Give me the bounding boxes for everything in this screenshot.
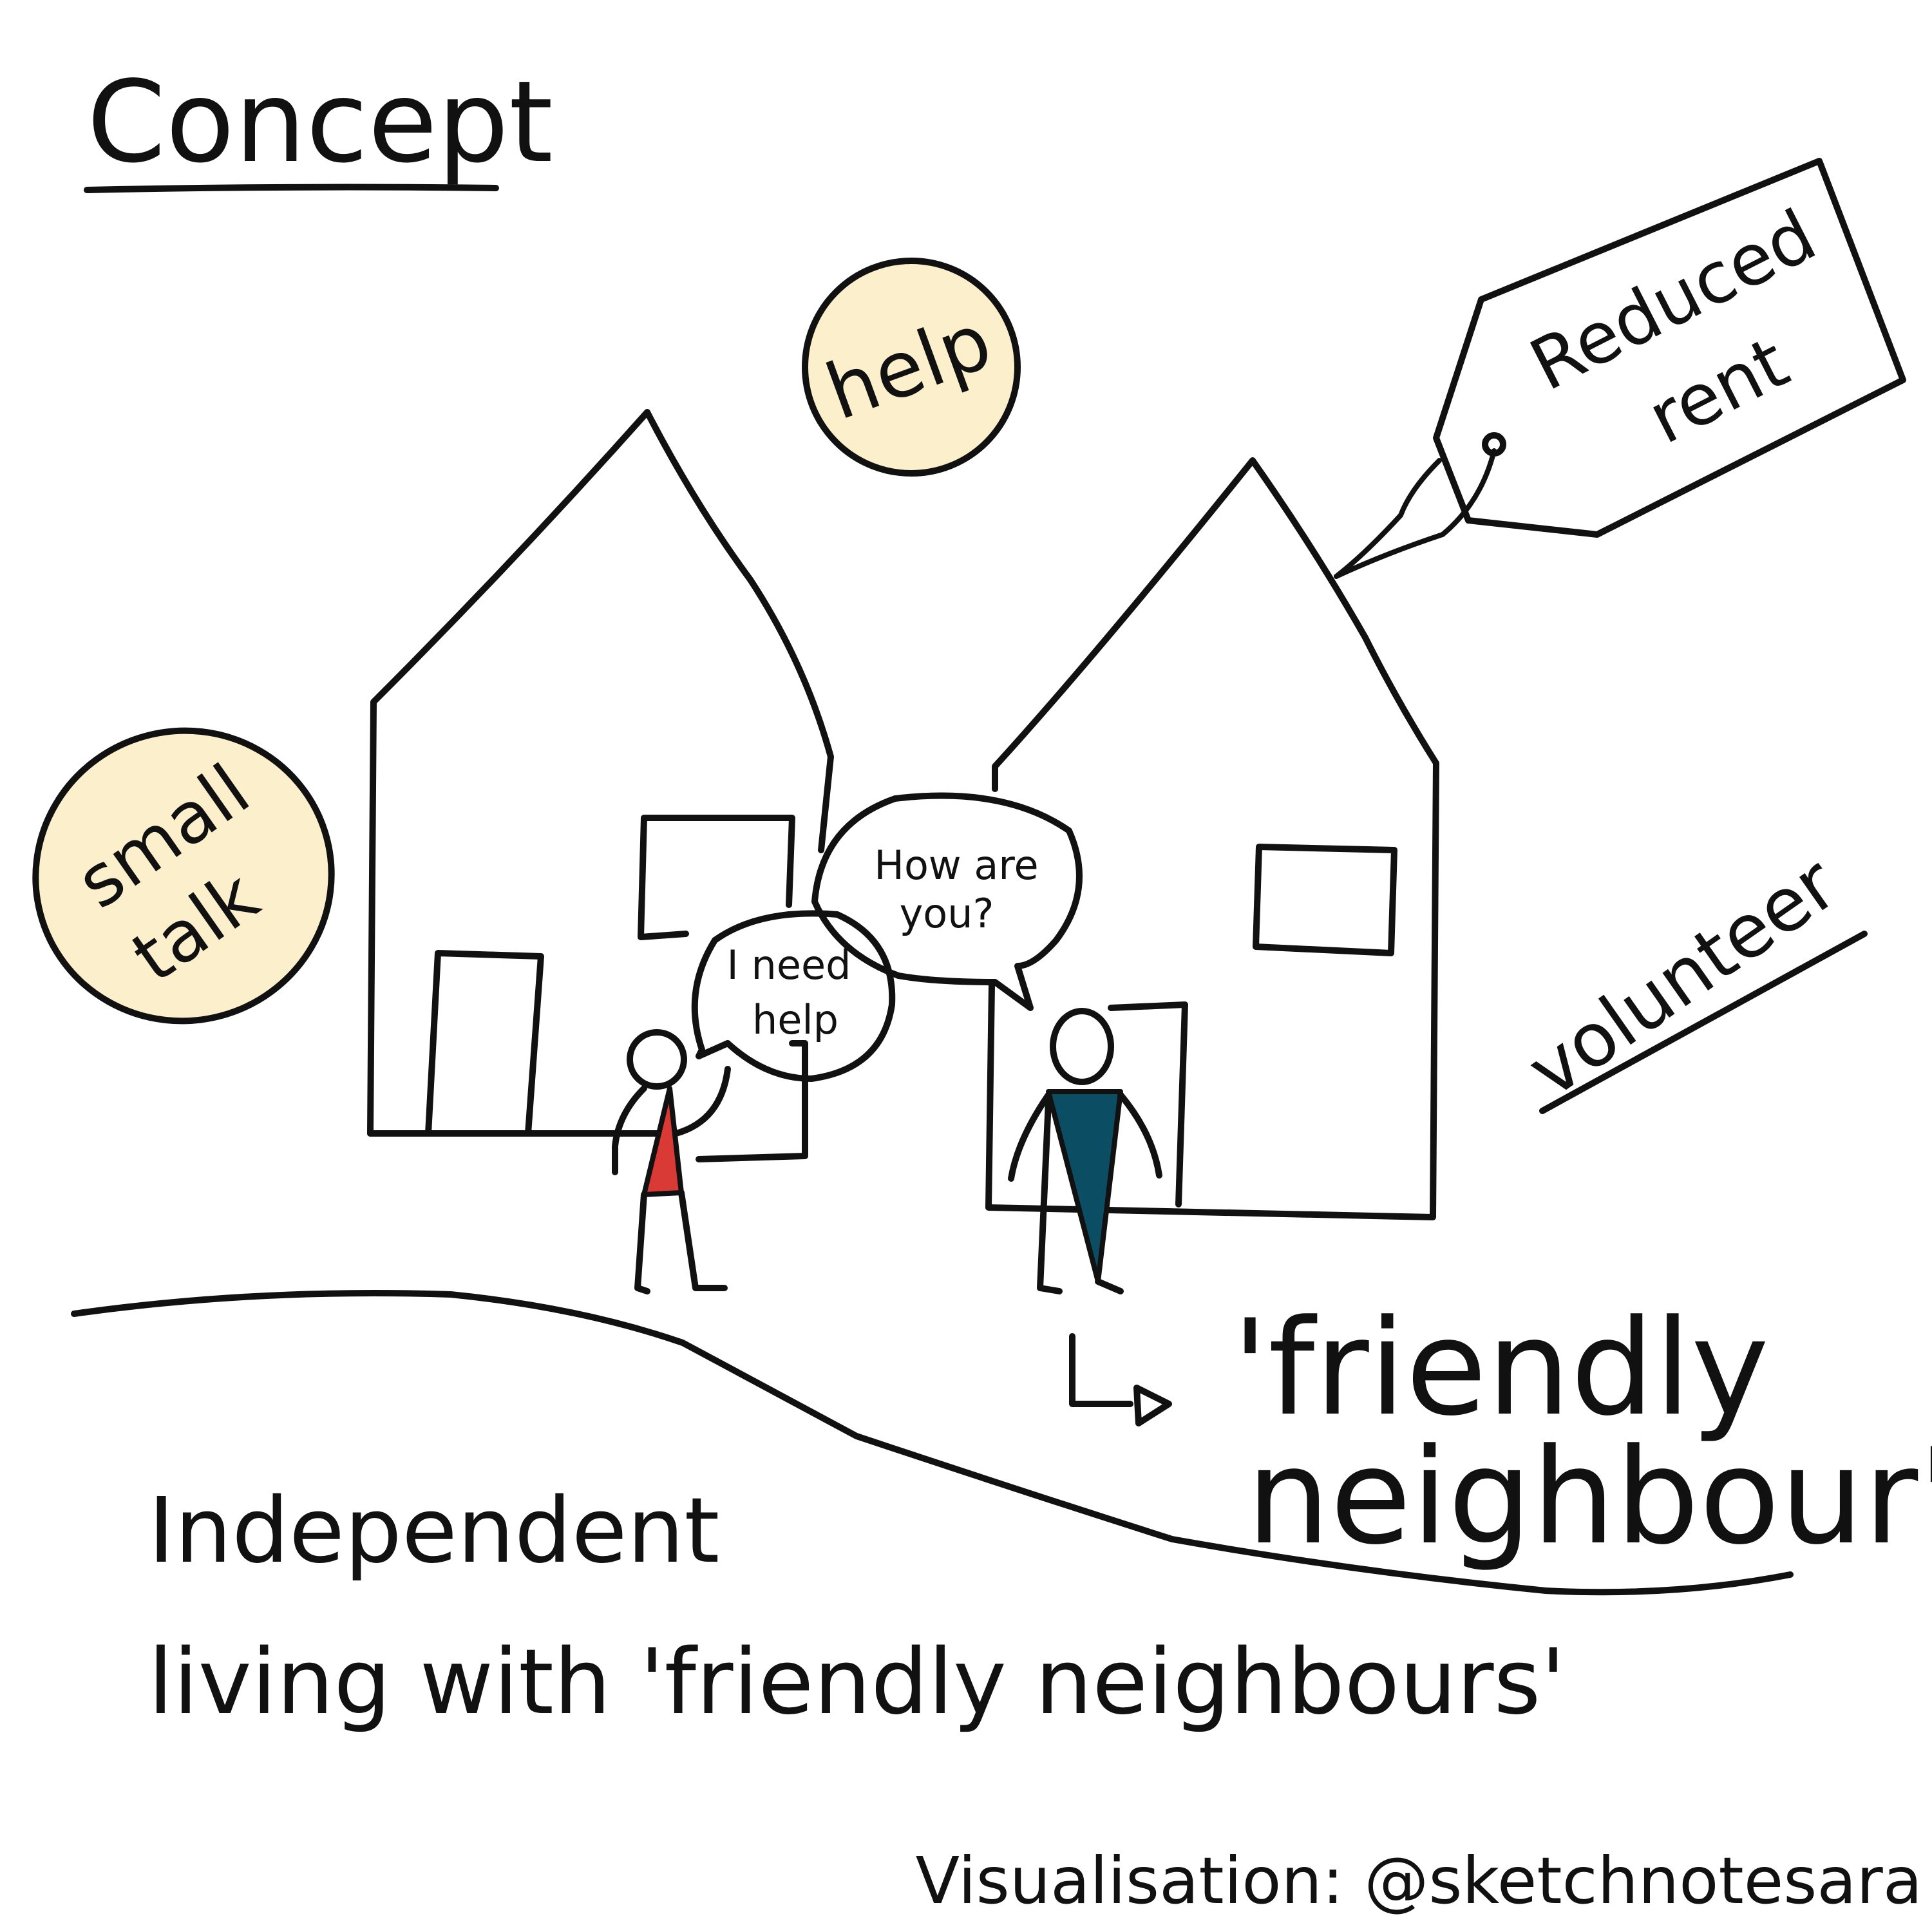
price-tag-shape: [1433, 158, 1906, 538]
person-left-arm-left: [612, 1085, 647, 1175]
speech-left-line1: I need: [727, 942, 851, 989]
left-house-window: [638, 815, 795, 940]
speech-bubble-left: I need help: [691, 910, 896, 1082]
left-house-door: [425, 950, 544, 1137]
speech-right-line1: How are: [874, 842, 1038, 889]
person-right-arm-left: [1008, 1092, 1052, 1182]
speech-bubble-right: How are you?: [811, 792, 1083, 1011]
help-badge: help: [802, 258, 1021, 477]
volunteer-label-group: volunteer: [1513, 840, 1868, 1115]
person-left-leg-right: [678, 1189, 728, 1291]
caption-line2: living with 'friendly neighbours': [148, 1630, 1566, 1735]
volunteer-label: volunteer: [1513, 840, 1853, 1115]
price-tag-string-loop: [1334, 458, 1442, 579]
person-left-shirt: [641, 1086, 684, 1197]
small-talk-badge: small talk: [32, 727, 335, 1025]
arrow-stem: [1069, 1333, 1133, 1407]
left-house-outline: [367, 409, 834, 1137]
help-badge-bubble: [802, 258, 1021, 477]
right-house-window: [1253, 844, 1397, 956]
role-label-line1: 'friendly: [1232, 1292, 1769, 1445]
person-left-leg-left: [634, 1191, 650, 1294]
person-right-head: [1050, 1008, 1114, 1085]
credit: Visualisation: @sketchnotesara: [916, 1843, 1922, 1918]
right-house-door: [1108, 1001, 1188, 1208]
speech-left-line2: help: [752, 996, 838, 1043]
left-house-floor-right: [696, 1040, 808, 1162]
caption-line1: Independent: [148, 1479, 719, 1584]
speech-right-line2: you?: [900, 890, 994, 937]
person-left: [612, 1029, 731, 1294]
price-tag-string: [1334, 448, 1497, 579]
person-right: [1008, 1008, 1162, 1294]
small-talk-badge-bubble: [32, 727, 335, 1025]
person-left-arm-right: [673, 1066, 731, 1137]
speech-bubble-left-shape: [691, 910, 896, 1082]
price-tag: Reduced rent: [1334, 158, 1906, 579]
volunteer-underline: [1539, 931, 1868, 1114]
friendly-neighbour-arrow: [1069, 1333, 1172, 1426]
title-underline: [84, 184, 499, 193]
person-right-arm-right: [1117, 1092, 1162, 1179]
person-right-shirt: [1046, 1089, 1123, 1284]
right-house-outline: [985, 457, 1439, 1220]
arrow-head: [1133, 1385, 1172, 1426]
right-house: [985, 457, 1439, 1220]
role-label-line2: neighbour': [1246, 1421, 1932, 1574]
person-left-head: [627, 1029, 687, 1090]
person-right-foot-right: [1095, 1278, 1124, 1294]
ground-line: [71, 1290, 1794, 1596]
left-house: [367, 409, 834, 1162]
speech-bubble-right-shape: [811, 792, 1083, 1011]
title: Concept: [87, 57, 553, 188]
person-right-leg-left: [1037, 1098, 1063, 1294]
